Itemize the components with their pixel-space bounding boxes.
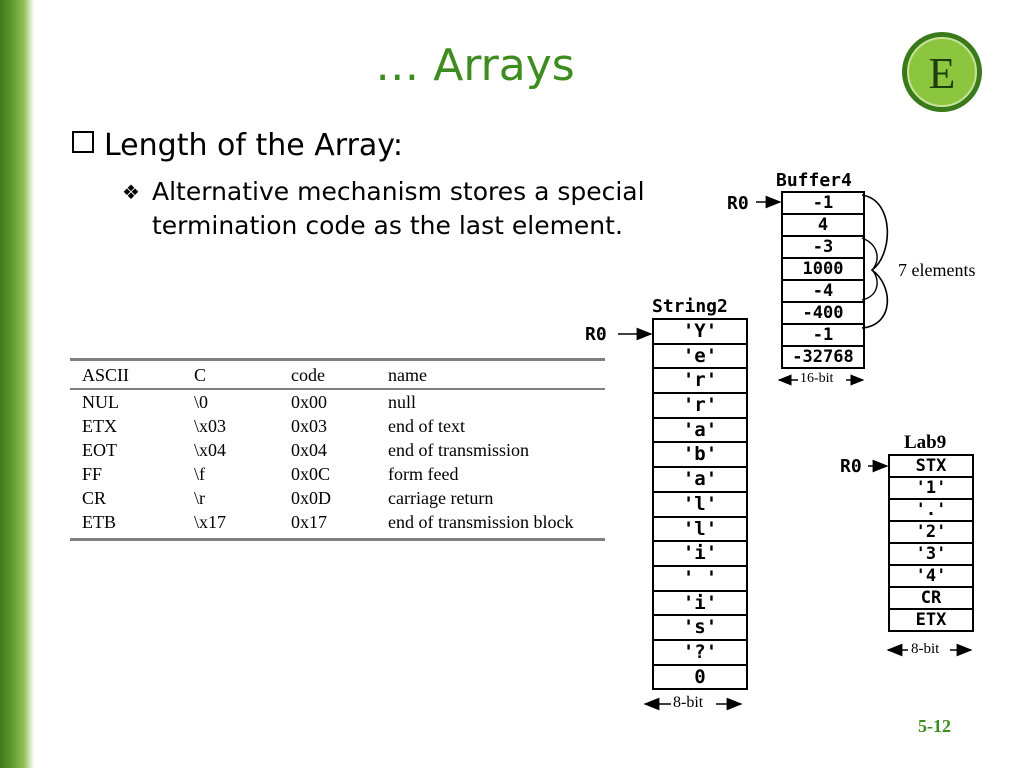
table-cell: ETB — [70, 510, 182, 541]
table-cell: 0x03 — [291, 416, 327, 436]
table-row: NUL \0 0x00 null — [70, 389, 605, 414]
table-header-row: ASCII C code name — [70, 358, 605, 390]
memory-cell: 'Y' — [654, 320, 746, 345]
memory-cell: ETX — [915, 610, 947, 630]
table-cell: EOT — [82, 440, 117, 460]
table-cell: \x04 — [194, 440, 227, 460]
buffer4-name: Buffer4 — [776, 170, 852, 191]
table-cell: carriage return — [388, 488, 494, 508]
table-cell: end of transmission — [388, 440, 529, 460]
memory-cell: -32768 — [792, 347, 854, 367]
bullet-level1-text: Length of the Array: — [104, 128, 403, 163]
table-cell: end of transmission block — [376, 510, 605, 541]
memory-cell: 4 — [783, 215, 863, 237]
table-cell: FF — [82, 464, 103, 484]
memory-cell: 1000 — [783, 259, 863, 281]
memory-cell: CR — [890, 588, 972, 610]
table-row: EOT \x04 0x04 end of transmission — [70, 438, 605, 462]
memory-cell: 'r' — [654, 369, 746, 395]
table-header: name — [376, 358, 605, 390]
table-row: ETX \x03 0x03 end of text — [70, 414, 605, 438]
memory-cell: 'b' — [654, 443, 746, 469]
string2-pointer: R0 — [585, 324, 607, 345]
string2-memory: 'Y' 'e' 'r' 'r' 'a' 'b' 'a' 'l' 'l' 'i' … — [652, 318, 748, 691]
memory-cell: -4 — [783, 281, 863, 303]
table-row: CR \r 0x0D carriage return — [70, 486, 605, 510]
memory-cell: '2' — [890, 522, 972, 544]
table-cell: form feed — [388, 464, 459, 484]
table-header: ASCII — [70, 358, 182, 390]
table-cell: \0 — [194, 392, 209, 412]
table-cell: \x03 — [194, 416, 227, 436]
brace-label: 7 elements — [898, 260, 976, 280]
slide-title: … Arrays — [375, 40, 575, 91]
memory-cell: '4' — [890, 566, 972, 588]
memory-cell: 'e' — [654, 345, 746, 370]
table-cell: 0x17 — [279, 510, 376, 541]
table-cell: 0x04 — [291, 440, 327, 460]
table-cell: ETX — [82, 416, 117, 436]
diamond-bullet-icon: ❖ — [122, 180, 140, 204]
memory-cell: 'l' — [654, 493, 746, 518]
lab9-width-label: 8-bit — [911, 641, 940, 657]
logo-badge-icon: E — [902, 32, 982, 112]
table-cell: NUL — [82, 392, 119, 412]
brace-icon — [861, 194, 889, 329]
memory-cell: 'a' — [654, 419, 746, 444]
lab9-pointer: R0 — [840, 456, 862, 477]
table-cell: null — [388, 392, 417, 412]
ascii-table: ASCII C code name NUL \0 0x00 null ETX \x03 0… — [70, 358, 605, 541]
buffer4-width-label: 16-bit — [800, 371, 834, 386]
table-header: C — [182, 358, 279, 390]
page-number: 5-12 — [918, 716, 951, 736]
bullet-level1: Length of the Array: — [72, 128, 403, 163]
string2-width-label: 8-bit — [673, 694, 704, 711]
buffer4-pointer: R0 — [727, 193, 749, 214]
table-cell: 0x0D — [291, 488, 331, 508]
table-cell: 0x0C — [291, 464, 331, 484]
table-cell: \f — [194, 464, 205, 484]
table-cell: end of text — [388, 416, 465, 436]
sidebar-stripe — [0, 0, 34, 768]
memory-cell: '1' — [890, 478, 972, 500]
table-cell: CR — [82, 488, 107, 508]
table-cell: \r — [194, 488, 205, 508]
table-cell: 0x00 — [291, 392, 327, 412]
memory-cell: 'l' — [654, 518, 746, 543]
memory-cell: 's' — [654, 616, 746, 641]
memory-cell: -1 — [783, 325, 863, 347]
memory-cell: 'i' — [654, 542, 746, 567]
checkbox-bullet-icon — [72, 131, 94, 153]
memory-cell: -400 — [783, 303, 863, 325]
memory-cell: '3' — [890, 544, 972, 566]
string2-name: String2 — [652, 296, 728, 317]
memory-cell: '.' — [890, 500, 972, 522]
memory-cell: 0 — [694, 665, 706, 688]
memory-cell: ' ' — [654, 567, 746, 592]
lab9-memory: STX '1' '.' '2' '3' '4' CR ETX — [888, 454, 974, 632]
memory-cell: 'a' — [654, 468, 746, 493]
table-row: FF \f 0x0C form feed — [70, 462, 605, 486]
buffer4-memory: -1 4 -3 1000 -4 -400 -1 -32768 — [781, 191, 865, 369]
memory-cell: STX — [890, 456, 972, 478]
memory-cell: 'i' — [654, 592, 746, 617]
memory-cell: '?' — [654, 641, 746, 666]
bullet-level2-text: Alternative mechanism stores a special t… — [152, 177, 645, 240]
logo-letter: E — [929, 49, 956, 98]
memory-cell: 'r' — [654, 394, 746, 419]
table-cell: \x17 — [182, 510, 279, 541]
memory-cell: -3 — [783, 237, 863, 259]
memory-cell: -1 — [783, 193, 863, 215]
table-header: code — [279, 358, 376, 390]
lab9-name: Lab9 — [904, 432, 947, 453]
